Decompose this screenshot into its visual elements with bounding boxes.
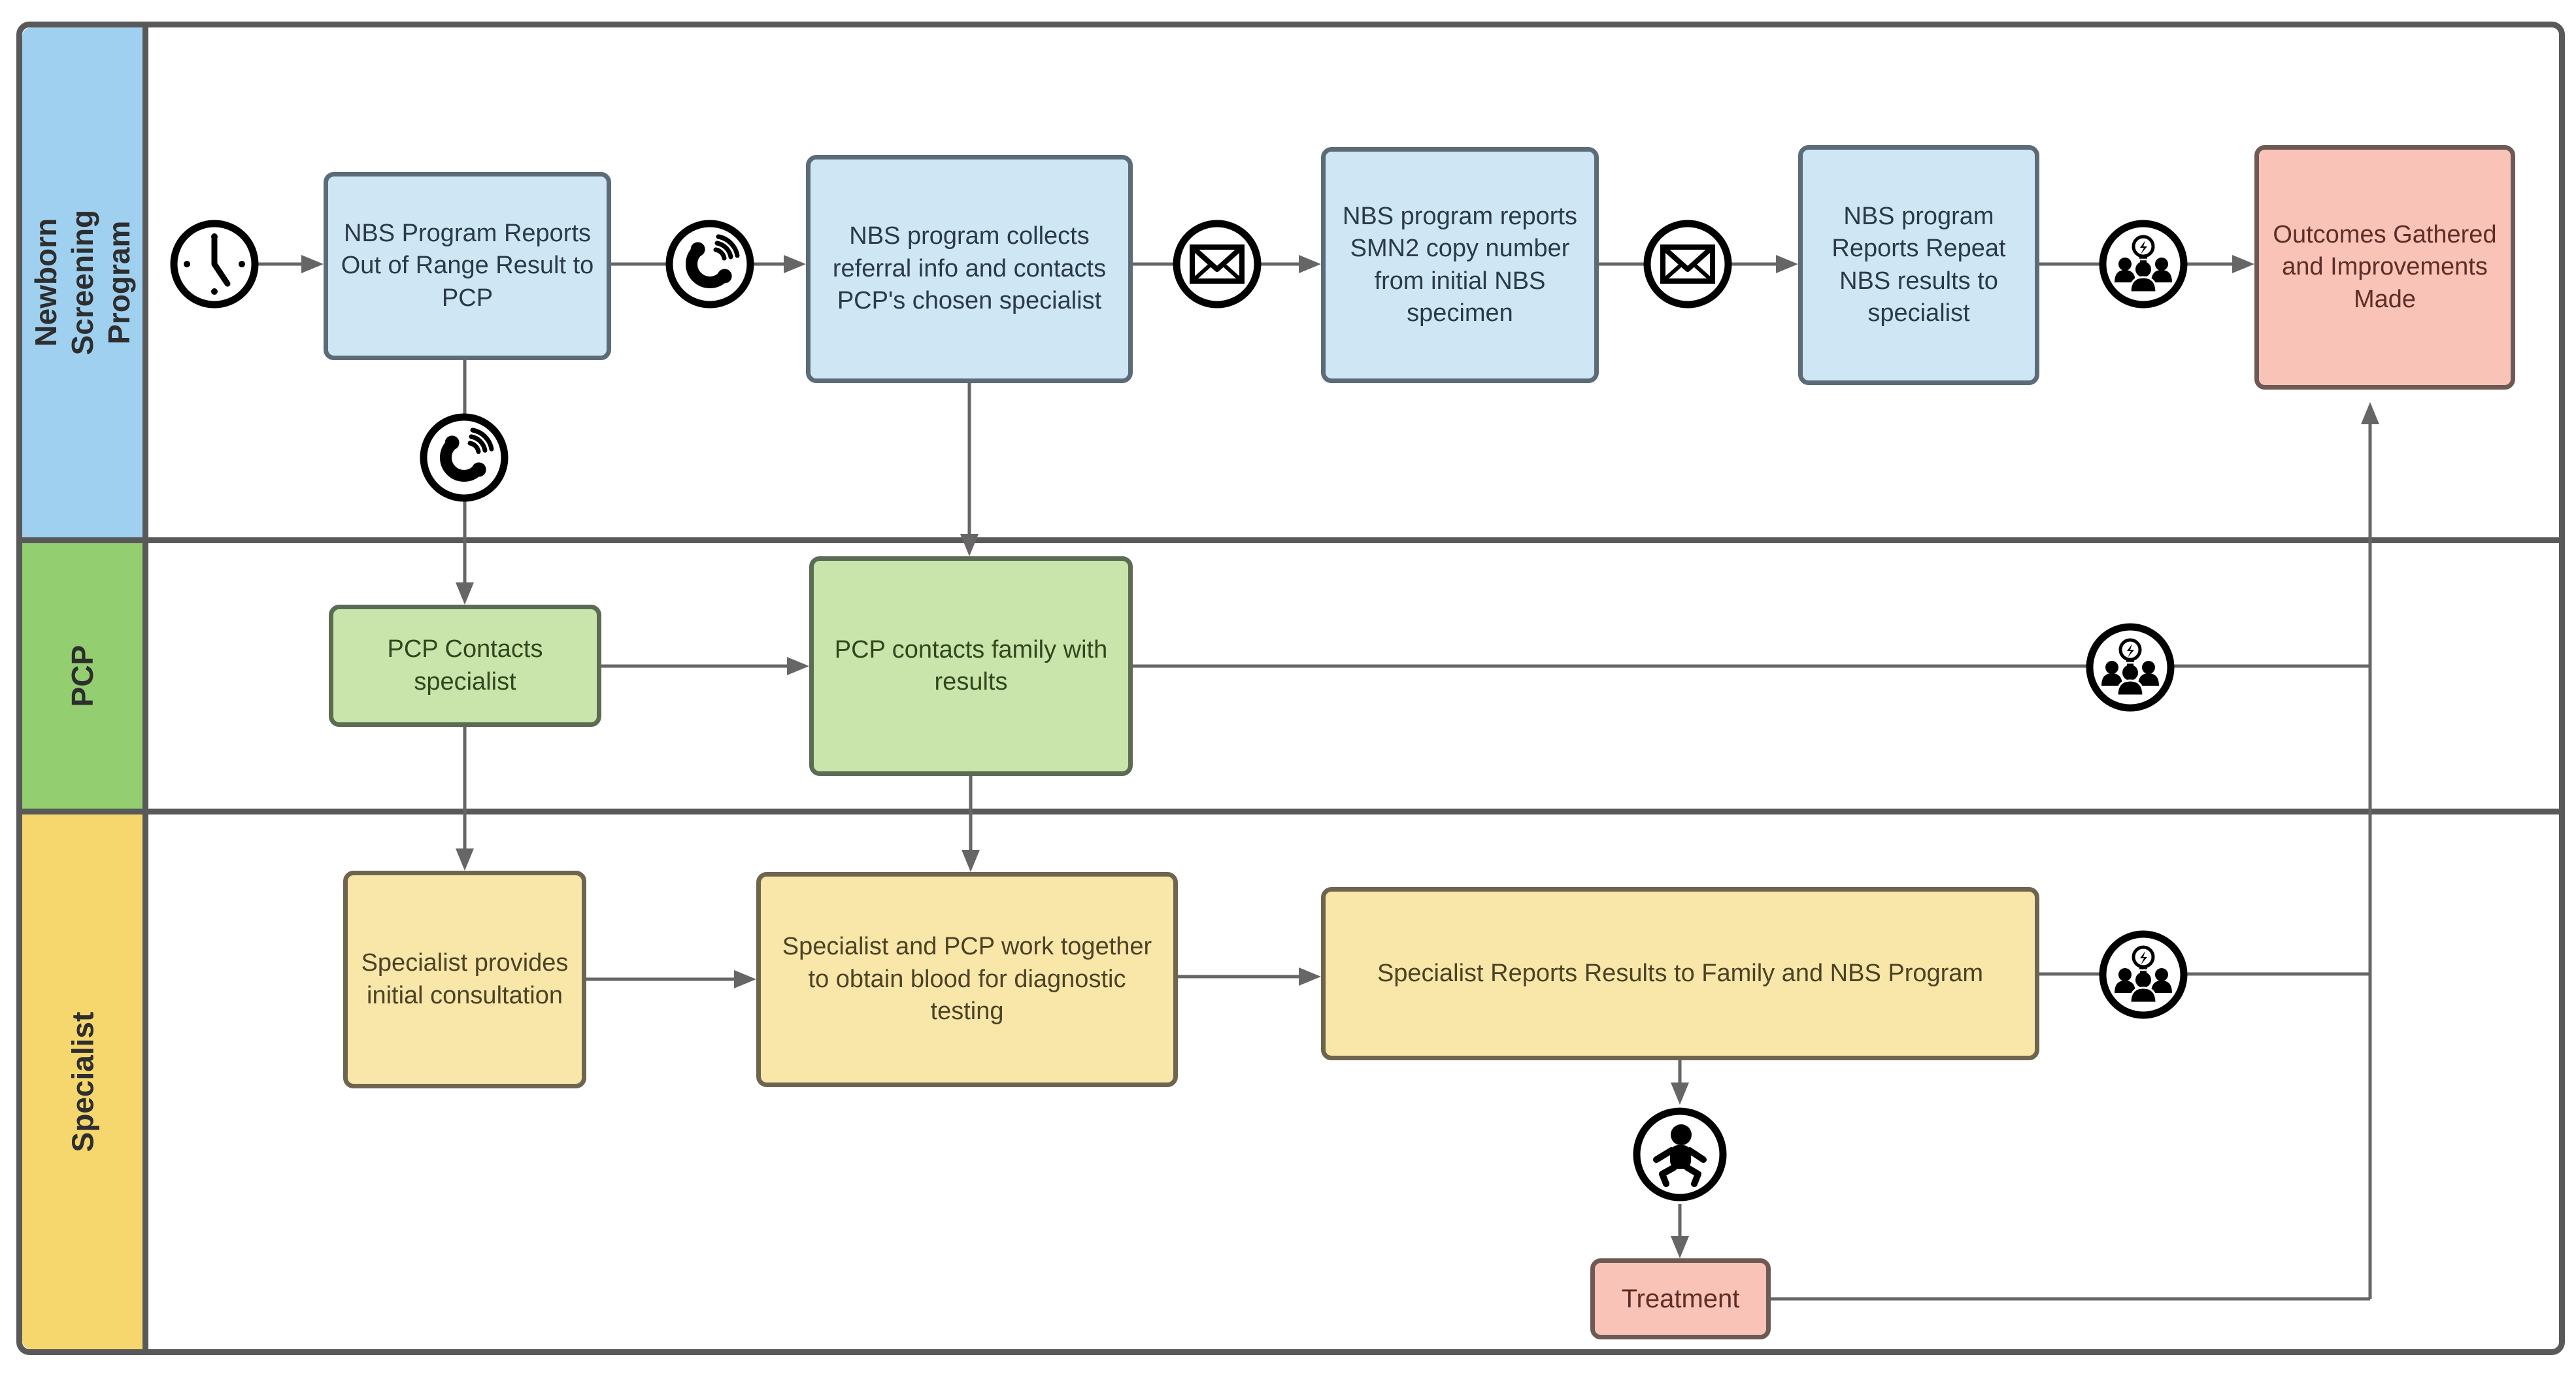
lane-newborn-screening-program: Newborn Screening Program: [22, 27, 142, 537]
node-nbs-reports-repeat-results: NBS program Reports Repeat NBS results t…: [1798, 145, 2039, 385]
baby-icon: [1637, 1111, 1723, 1198]
node-nbs-collects-referral-info: NBS program collects referral info and c…: [806, 155, 1133, 383]
lane-pcp: PCP: [22, 543, 142, 809]
phone-call-icon: [669, 224, 750, 305]
lane-specialist: Specialist: [22, 814, 142, 1349]
clock-icon: [174, 224, 255, 305]
node-specialist-reports-results: Specialist Reports Results to Family and…: [1321, 887, 2039, 1060]
connector-lines: [258, 262, 2372, 1301]
node-nbs-reports-out-of-range: NBS Program Reports Out of Range Result …: [324, 172, 611, 360]
team-lightbulb-icon: [2103, 934, 2184, 1015]
node-specialist-initial-consultation: Specialist provides initial consultation: [343, 871, 586, 1088]
diagram-frame: [16, 22, 2565, 1355]
mail-icon: [1647, 224, 1728, 305]
team-lightbulb-icon: [2103, 224, 2184, 305]
node-outcomes-gathered: Outcomes Gathered and Improvements Made: [2254, 145, 2515, 390]
mail-icon: [1177, 224, 1258, 305]
node-treatment: Treatment: [1590, 1258, 1771, 1339]
node-nbs-reports-smn2: NBS program reports SMN2 copy number fro…: [1321, 147, 1599, 383]
team-lightbulb-icon: [2090, 627, 2171, 708]
node-specialist-pcp-obtain-blood: Specialist and PCP work together to obta…: [756, 872, 1178, 1087]
lane-divider-1: [16, 537, 2565, 543]
node-pcp-contacts-specialist: PCP Contacts specialist: [329, 605, 601, 727]
lane-divider-2: [16, 809, 2565, 814]
lane-label-divider: [142, 22, 148, 1355]
node-pcp-contacts-family: PCP contacts family with results: [809, 556, 1133, 776]
phone-call-icon: [424, 417, 505, 498]
connector-arrowheads: [301, 255, 2379, 1258]
